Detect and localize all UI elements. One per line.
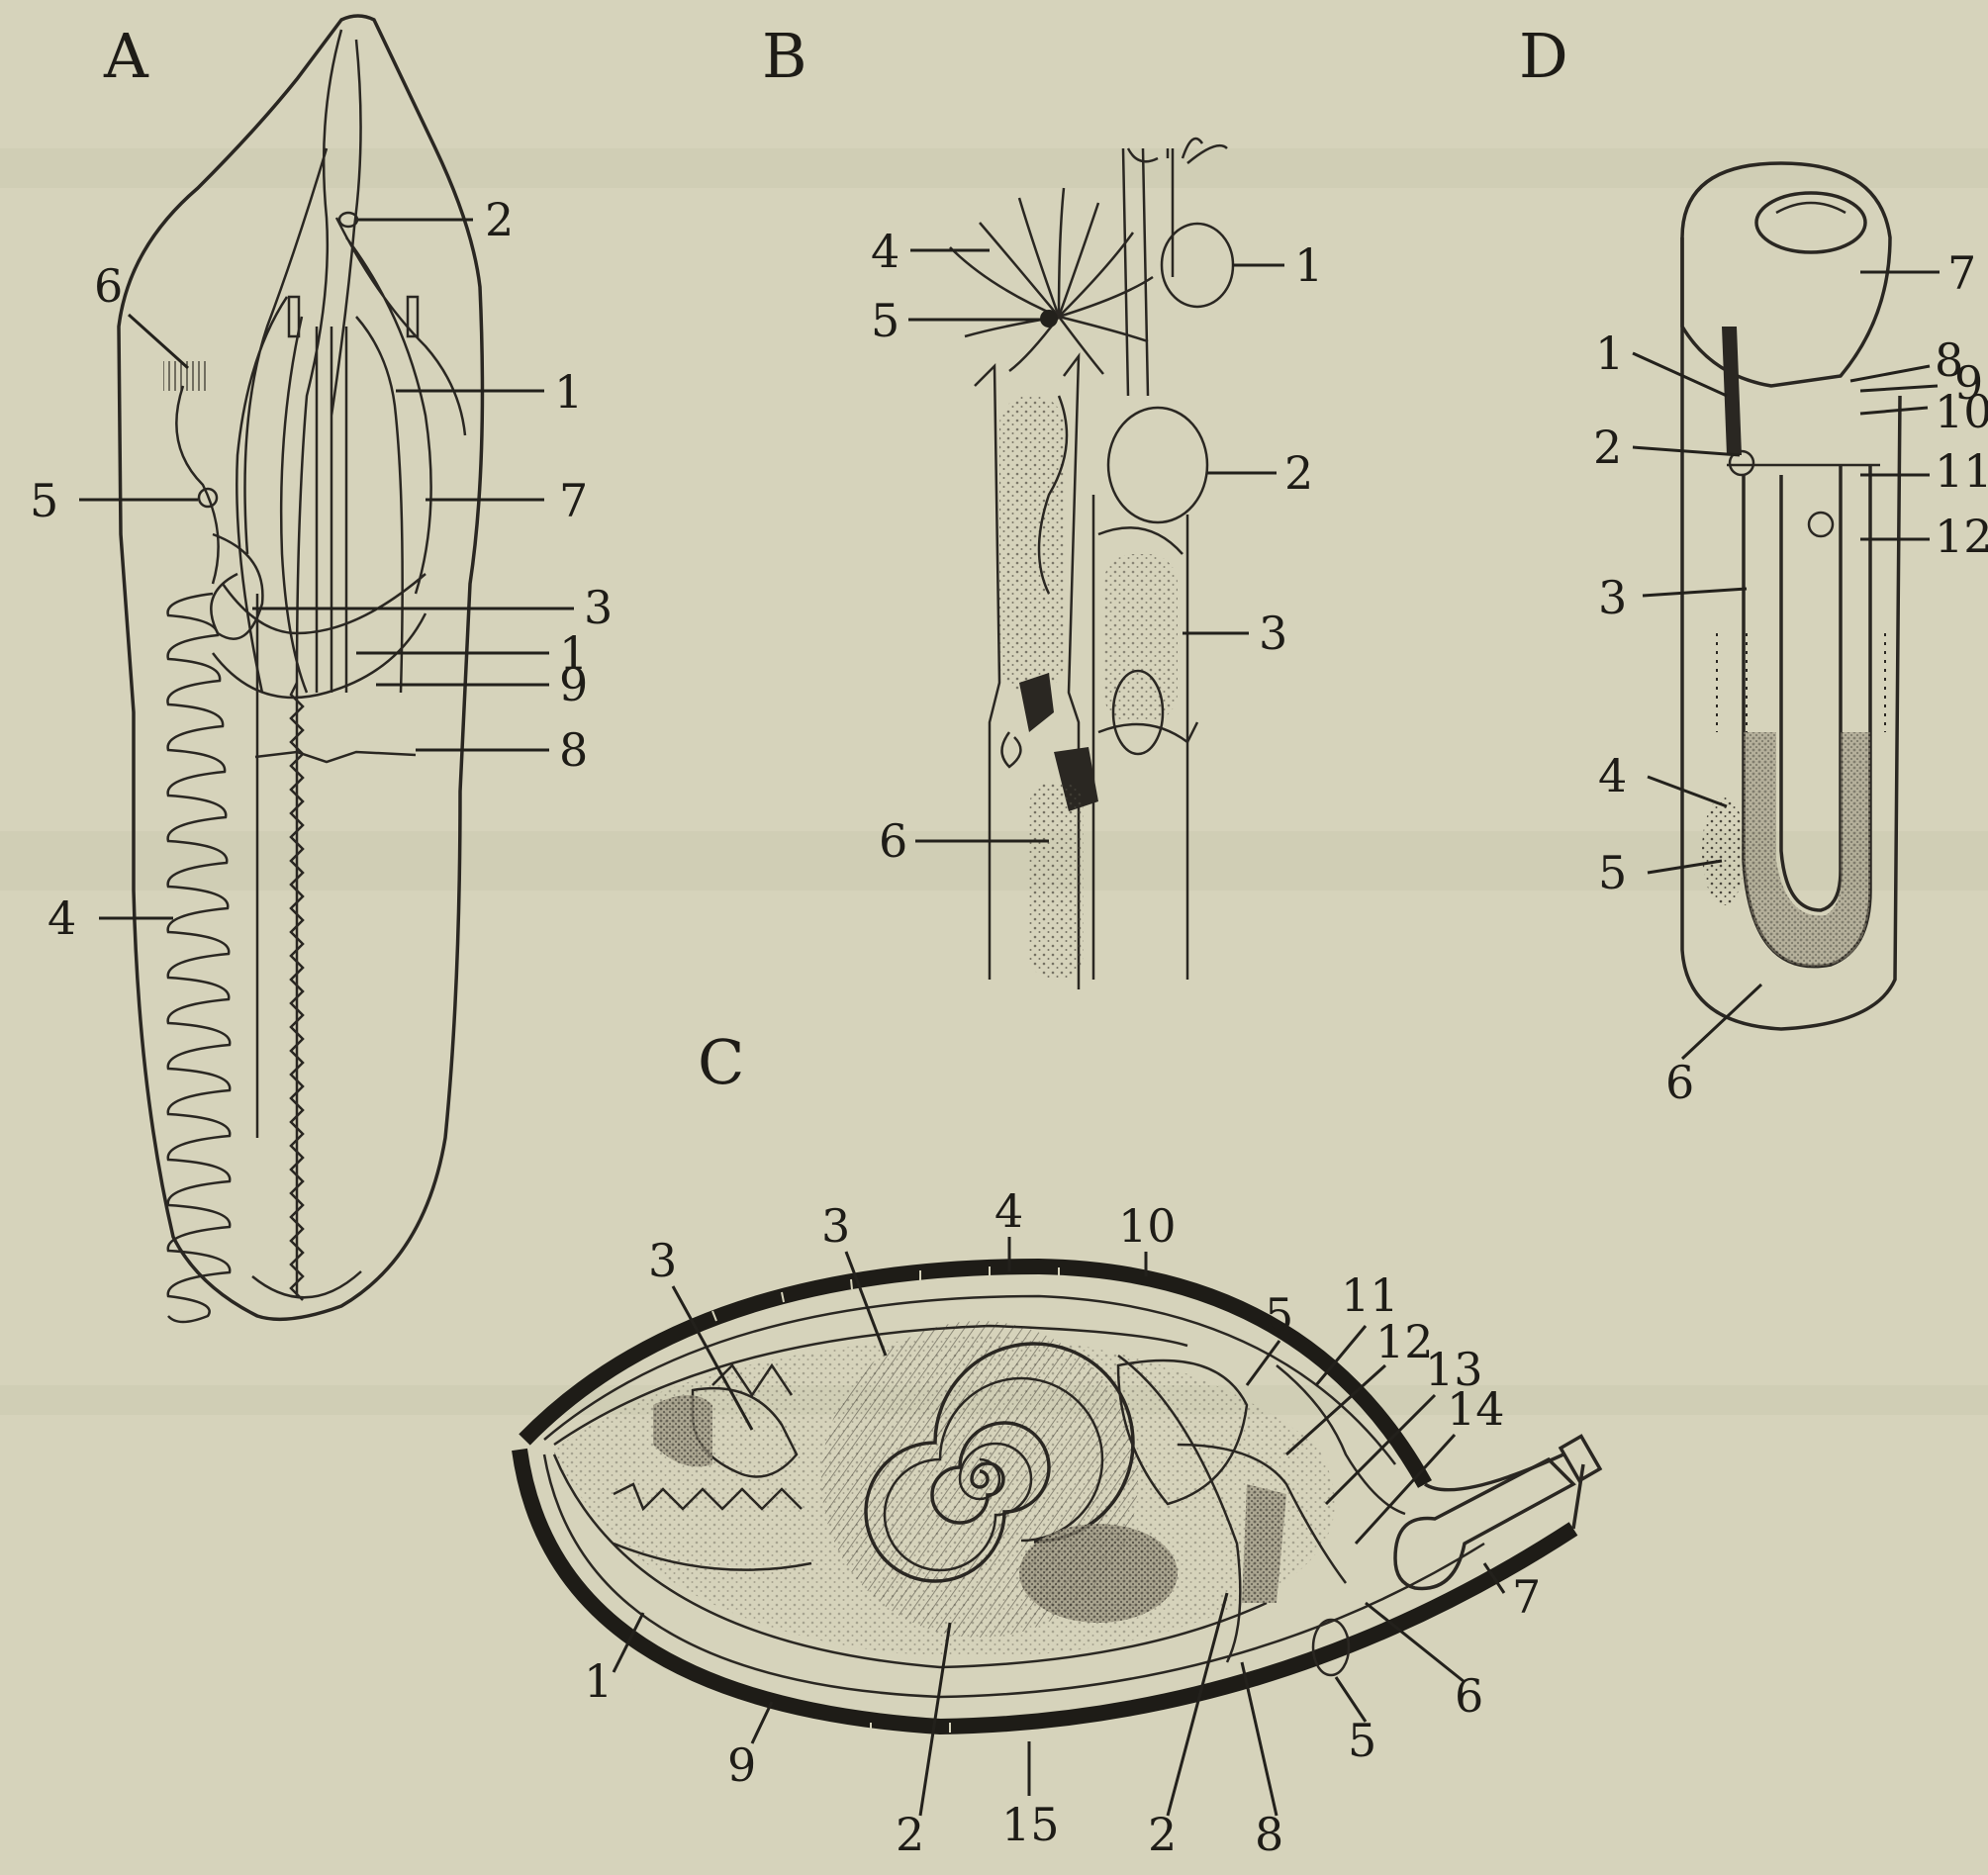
panel-d-label-1: 1 [1595, 327, 1624, 380]
panel-c-label-14: 14 [1447, 1382, 1505, 1436]
panel-b-leaders [908, 250, 1284, 841]
panel-c-label-8: 8 [1255, 1808, 1283, 1861]
panel-a: A [30, 16, 613, 1322]
panel-b-bud [1019, 673, 1054, 732]
panel-b-label-3: 3 [1259, 607, 1287, 660]
panel-a-label-6: 6 [94, 259, 123, 313]
panel-d-nephridium [1809, 513, 1833, 536]
panel-a-label-2: 2 [485, 193, 514, 246]
panel-b-capsule-2 [1108, 408, 1207, 522]
panel-c-label-7: 7 [1512, 1570, 1541, 1624]
panel-c-letter: C [698, 1026, 744, 1098]
panel-d-label-10: 10 [1935, 385, 1988, 438]
panel-b-bud-ring [1002, 732, 1021, 767]
panel-d-label-7: 7 [1947, 246, 1976, 300]
panel-a-label-1: 1 [554, 365, 583, 419]
panel-b-label-4: 4 [871, 225, 899, 278]
panel-c-label-3b: 3 [821, 1199, 850, 1253]
panel-b-label-5: 5 [871, 294, 899, 347]
panel-b-mouth [1040, 310, 1058, 328]
panel-c-label-5b: 5 [1348, 1714, 1376, 1767]
panel-d-label-11: 11 [1935, 444, 1988, 498]
panel-a-tail-curve [252, 1271, 361, 1297]
panel-b-letter: B [762, 20, 807, 92]
panel-d-tentacle-sheath [1722, 327, 1742, 455]
panel-a-duct-6 [176, 386, 218, 584]
panel-c-label-4: 4 [994, 1184, 1023, 1238]
panel-d-label-2: 2 [1593, 421, 1622, 474]
panel-d-label-3: 3 [1598, 571, 1627, 624]
panel-d-label-12: 12 [1935, 510, 1988, 563]
panel-d-ring-inner [1776, 203, 1846, 213]
panel-b-polyp-body [999, 396, 1064, 693]
panel-c-label-3a: 3 [648, 1234, 677, 1287]
panel-c-label-5a: 5 [1265, 1288, 1293, 1342]
panel-c-label-1: 1 [584, 1654, 613, 1708]
panel-a-label-4: 4 [47, 891, 76, 945]
panel-b-tentacles [950, 188, 1153, 374]
panel-c-label-10: 10 [1118, 1199, 1177, 1253]
panel-a-letter: A [103, 20, 149, 92]
panel-c-label-9: 9 [727, 1738, 756, 1792]
panel-d-label-6: 6 [1665, 1056, 1694, 1109]
panel-c-label-11: 11 [1341, 1268, 1399, 1322]
panel-a-label-9: 9 [559, 658, 588, 711]
panel-a-tube-left [289, 297, 299, 336]
panel-a-septum-8 [255, 752, 416, 762]
panel-a-label-7: 7 [559, 474, 588, 527]
panel-c-hinge-upper [1425, 1454, 1563, 1490]
panel-c-label-2b: 2 [1148, 1808, 1177, 1861]
panel-b-polyp-6 [1029, 782, 1084, 980]
panel-a-coiled-tube [167, 594, 230, 1322]
panel-a-body-outline [119, 16, 482, 1319]
panel-a-label-3: 3 [584, 581, 613, 634]
panel-d-label-4: 4 [1598, 749, 1627, 802]
panel-c-label-2a: 2 [896, 1808, 924, 1861]
panel-c-label-15: 15 [1001, 1798, 1060, 1851]
panel-b-label-1: 1 [1294, 238, 1323, 292]
panel-c-viscera [1019, 1524, 1178, 1623]
panel-d-ovary [1702, 797, 1746, 905]
panel-c-label-6: 6 [1455, 1669, 1483, 1723]
panel-a-ducts [237, 30, 465, 693]
panel-a-leaders [79, 220, 574, 918]
panel-c: C [520, 1026, 1600, 1861]
panel-d-letter: D [1519, 20, 1568, 92]
panel-d-label-5: 5 [1598, 846, 1627, 899]
panel-b-label-2: 2 [1284, 446, 1313, 500]
panel-a-label-5: 5 [30, 474, 58, 527]
panel-b-label-6: 6 [879, 814, 907, 868]
panel-a-label-8: 8 [559, 723, 588, 777]
